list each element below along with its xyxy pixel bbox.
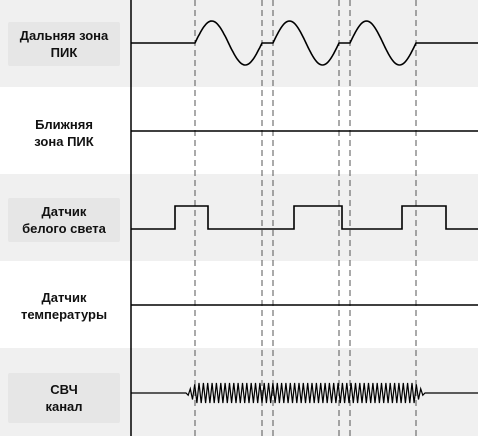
row-label-microwave-text: СВЧ канал [45, 382, 83, 414]
row-label-near-zone: Ближняя зона ПИК [8, 111, 120, 155]
row-label-near-zone-text: Ближняя зона ПИК [34, 117, 94, 149]
row-label-temperature-text: Датчик температуры [20, 290, 108, 322]
signal-white-light [131, 205, 478, 230]
timing-markers [194, 0, 417, 436]
row-label-white-light-text: Датчик белого света [22, 204, 106, 236]
row-label-far-zone-text: Дальняя зона ПИК [19, 28, 109, 60]
row-label-white-light: Датчик белого света [8, 198, 120, 242]
signal-microwave [131, 382, 478, 404]
row-label-temperature: Датчик температуры [8, 284, 120, 328]
row-label-far-zone: Дальняя зона ПИК [8, 22, 120, 66]
row-label-microwave: СВЧ канал [8, 373, 120, 423]
signal-far-zone [131, 20, 478, 66]
